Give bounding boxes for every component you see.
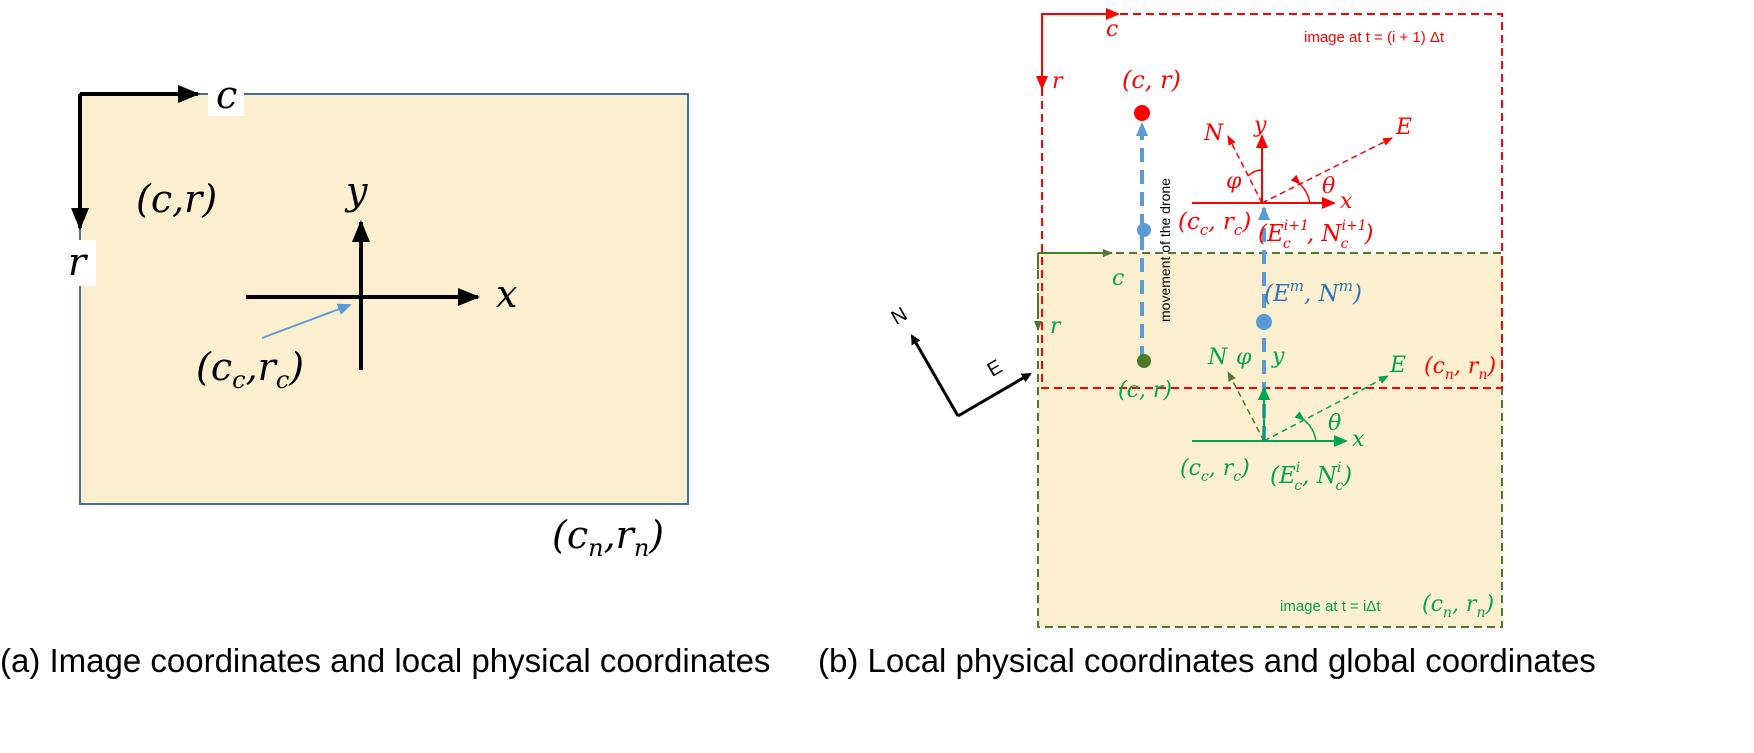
c-axis-label: c bbox=[216, 73, 237, 117]
red-theta-label: θ bbox=[1322, 174, 1335, 199]
y-axis-label: y bbox=[344, 169, 368, 213]
compass-E-arrow bbox=[957, 372, 1032, 418]
red-N-label: N bbox=[1203, 121, 1224, 146]
red-center-label: (cc, rc) bbox=[1178, 209, 1251, 239]
red-pixel-point bbox=[1134, 105, 1150, 121]
green-E-label: E bbox=[1389, 353, 1406, 378]
green-pixel-point bbox=[1137, 354, 1151, 368]
green-center-label: (cc, rc) bbox=[1180, 456, 1250, 485]
red-N-axis bbox=[1227, 135, 1263, 204]
em-point bbox=[1256, 314, 1272, 330]
compass-N-arrow bbox=[910, 334, 960, 417]
green-c-label: c bbox=[1112, 266, 1124, 291]
green-N-label: N bbox=[1207, 345, 1228, 370]
center-label: (cc,rc) bbox=[196, 345, 304, 394]
green-E-axis bbox=[1263, 375, 1389, 442]
center-pointer bbox=[261, 303, 352, 339]
pixel-cr-label: (c,r) bbox=[136, 177, 217, 221]
caption-a: (a) Image coordinates and local physical… bbox=[0, 642, 770, 679]
red-phi-label: φ bbox=[1226, 169, 1242, 194]
x-axis-label: x bbox=[496, 272, 517, 316]
green-phi-label: φ bbox=[1236, 345, 1252, 370]
green-x-label: x bbox=[1352, 427, 1365, 452]
red-theta-arc bbox=[1290, 174, 1311, 204]
drone-movement-label: movement of the drone bbox=[1157, 178, 1173, 322]
red-cr-label: (c, r) bbox=[1122, 66, 1181, 94]
red-c-label: c bbox=[1106, 17, 1118, 42]
c-label-bg bbox=[208, 80, 244, 116]
compass-E-label: E bbox=[984, 356, 1007, 382]
panel-b: image at t = (i + 1) Δt image at t = iΔt… bbox=[818, 8, 1596, 679]
red-corner-label: (cn, rn) bbox=[1424, 354, 1496, 383]
green-corner-label: (cn, rn) bbox=[1422, 592, 1494, 621]
red-phi-arc bbox=[1247, 169, 1263, 177]
em-label: (Em, Nm) bbox=[1264, 277, 1362, 307]
green-cr-label: (c, r) bbox=[1118, 378, 1172, 403]
blue-mid-point bbox=[1137, 223, 1151, 237]
red-E-label: E bbox=[1395, 115, 1412, 140]
r-axis-label: r bbox=[68, 240, 89, 284]
red-r-label: r bbox=[1052, 69, 1064, 94]
green-N-axis bbox=[1227, 371, 1265, 442]
green-theta-arc bbox=[1294, 411, 1317, 442]
compass-N-label: N bbox=[888, 303, 912, 329]
green-image-label: image at t = iΔt bbox=[1280, 598, 1381, 615]
red-x-label: x bbox=[1340, 189, 1353, 214]
caption-b: (b) Local physical coordinates and globa… bbox=[818, 642, 1596, 679]
corner-label: (cn,rn) bbox=[552, 513, 664, 562]
red-y-label: y bbox=[1253, 113, 1267, 138]
panel-a: c r (c,r) y x (cc,rc) (cn,rn) (a) Image … bbox=[0, 73, 770, 679]
r-label-bg bbox=[66, 240, 96, 286]
green-r-label: r bbox=[1050, 314, 1062, 339]
green-theta-label: θ bbox=[1328, 411, 1341, 436]
green-y-label: y bbox=[1271, 344, 1285, 369]
red-E-axis bbox=[1261, 137, 1393, 204]
red-image-label: image at t = (i + 1) Δt bbox=[1304, 29, 1445, 46]
